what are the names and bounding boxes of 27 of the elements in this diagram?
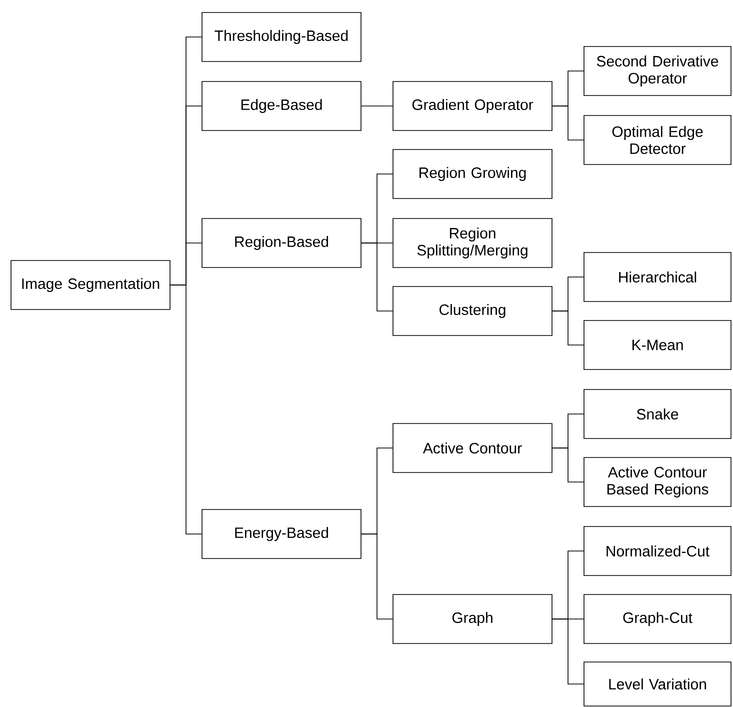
category-box: Active Contour <box>392 423 552 473</box>
connector-line <box>552 106 584 140</box>
connector-line <box>170 284 202 534</box>
category-box: Level Variation <box>584 662 732 706</box>
connector-line <box>552 618 584 684</box>
category-box: Graph-Cut <box>584 594 732 644</box>
connector-line <box>552 310 584 346</box>
connector-line <box>552 448 584 482</box>
category-box: Normalized-Cut <box>584 526 732 576</box>
category-box: K-Mean <box>584 320 732 370</box>
category-box: Region Growing <box>392 149 552 199</box>
category-box: Optimal Edge Detector <box>584 115 732 165</box>
category-box: Image Segmentation <box>10 260 170 310</box>
category-box: Thresholding-Based <box>202 12 362 62</box>
category-box: Snake <box>584 389 732 439</box>
category-box: Gradient Operator <box>392 81 552 131</box>
category-box: Second Derivative Operator <box>584 46 732 96</box>
category-box: Clustering <box>392 286 552 336</box>
category-box: Edge-Based <box>202 81 362 131</box>
category-box: Energy-Based <box>202 509 362 559</box>
connector-line <box>361 534 393 620</box>
category-box: Region Splitting/Merging <box>392 218 552 268</box>
category-box: Region-Based <box>202 218 362 268</box>
category-box: Graph <box>392 594 552 644</box>
category-box: Hierarchical <box>584 252 732 302</box>
connector-line <box>361 242 393 312</box>
category-box: Active Contour Based Regions <box>584 457 732 507</box>
